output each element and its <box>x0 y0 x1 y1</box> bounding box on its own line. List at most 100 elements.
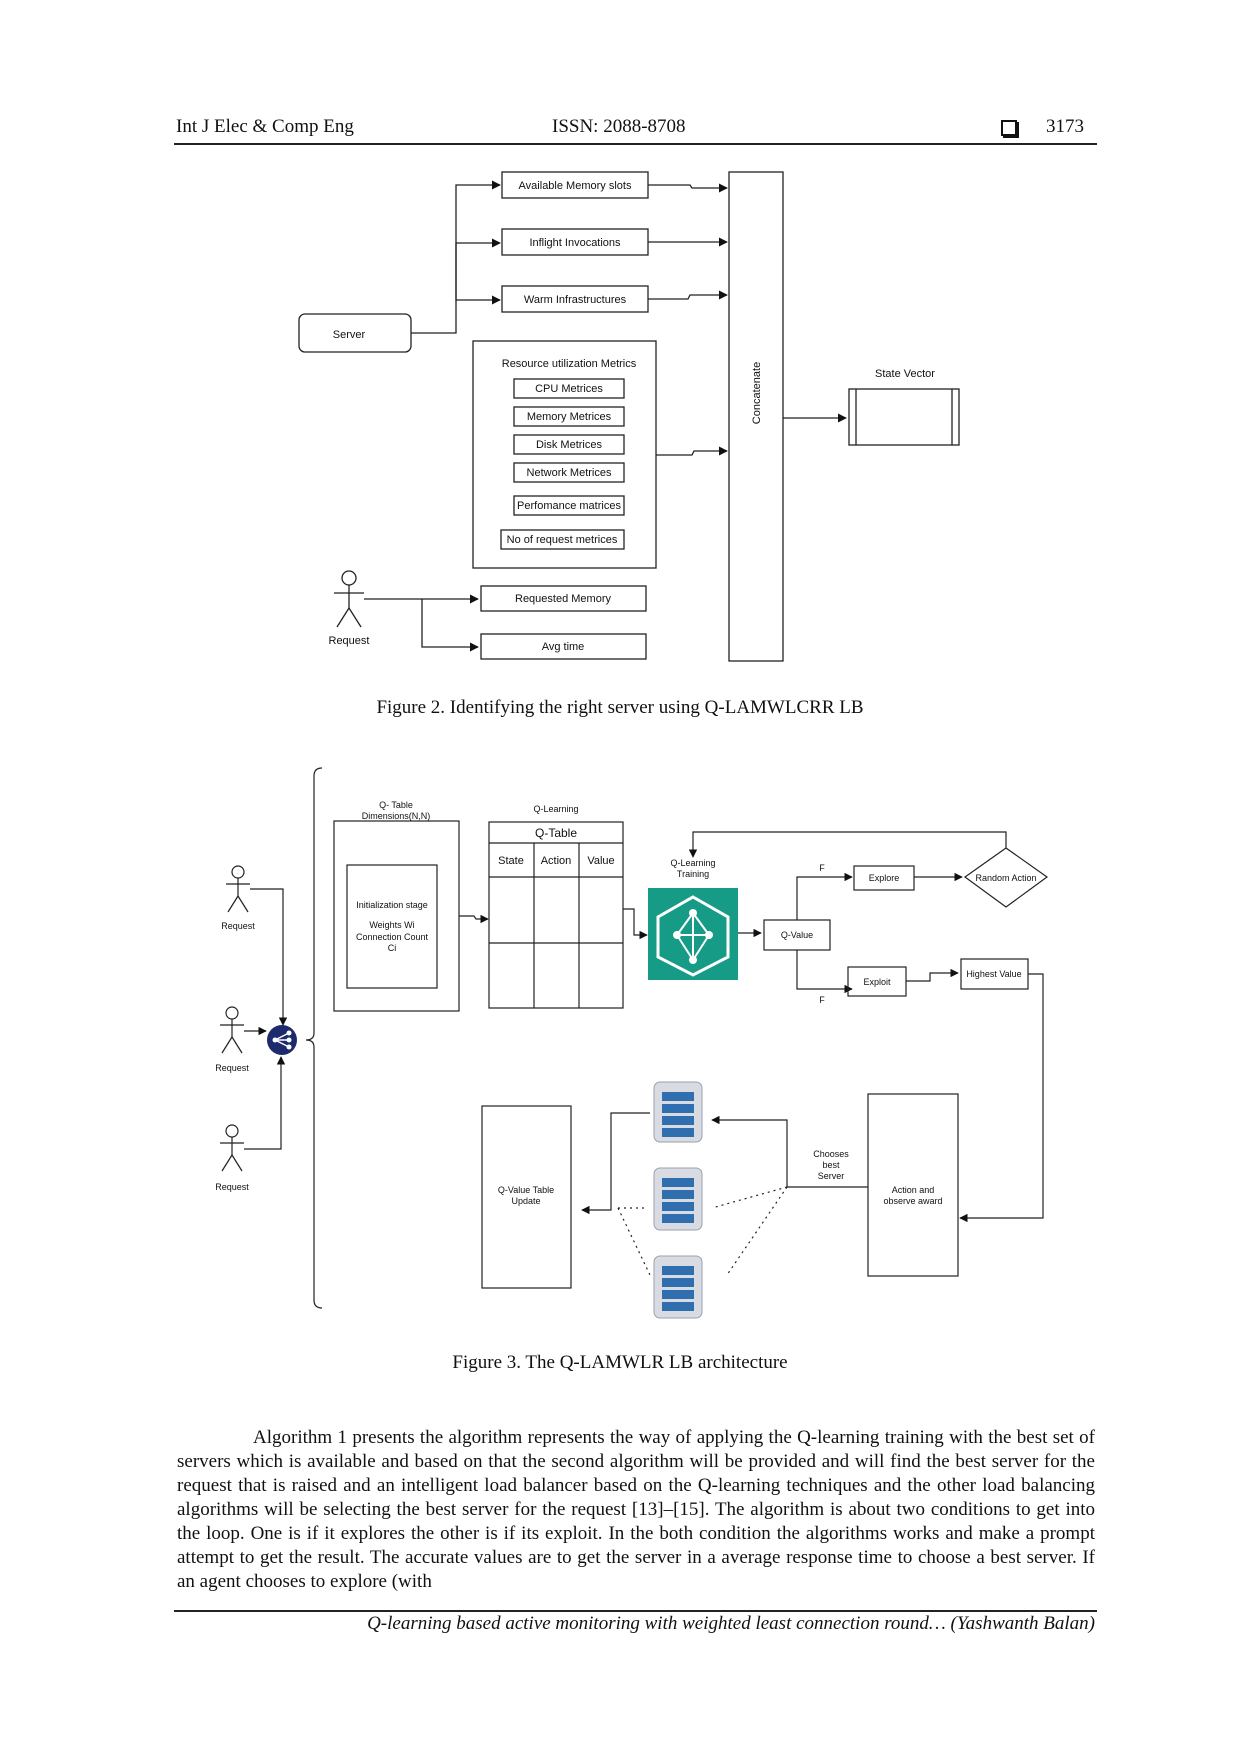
figure-2-caption: Figure 2. Identifying the right server u… <box>376 697 864 718</box>
metric-box <box>500 529 625 550</box>
dotted-link <box>726 1186 788 1276</box>
qvalue-label: Q-Value <box>781 930 813 940</box>
load-balancer-icon <box>267 1025 297 1055</box>
avg-time-label: Avg time <box>542 641 585 653</box>
metric-box <box>513 495 625 516</box>
request-actor-icon <box>226 865 250 913</box>
running-footer: Q-learning based active monitoring with … <box>367 1613 1095 1634</box>
column-action: Action <box>541 855 572 867</box>
grouping-bracket <box>305 767 323 1309</box>
link-request3-lb <box>244 1056 286 1150</box>
link-qvalue-explore <box>796 872 853 920</box>
qtable-dims-box <box>333 820 460 1012</box>
chooses-label: Chooses <box>813 1149 849 1159</box>
request-label: Request <box>215 1063 249 1073</box>
page-number: 3173 <box>1046 116 1084 137</box>
request-actor-icon <box>220 1124 244 1172</box>
ci-label: Ci <box>388 943 397 953</box>
connection-count-label: Connection Count <box>356 932 429 942</box>
metric-box <box>513 406 625 427</box>
link-init-qtable <box>459 914 489 924</box>
qtable-dims-label: Dimensions(N,N) <box>362 811 431 821</box>
footer-rule <box>174 1610 1097 1612</box>
link-memory-concat <box>648 183 728 193</box>
qtable-grid <box>488 821 624 1009</box>
header-rule <box>174 143 1097 145</box>
init-stage-box <box>346 864 438 989</box>
metric-label: Network Metrices <box>527 467 612 479</box>
metric-label: Disk Metrices <box>536 439 603 451</box>
qvalue-update-label: Update <box>511 1196 540 1206</box>
request-actor-icon <box>220 1006 244 1054</box>
explore-box <box>853 865 915 891</box>
request-actor-icon <box>334 570 364 628</box>
requested-memory-label: Requested Memory <box>515 593 611 605</box>
weights-label: Weights Wi <box>369 920 414 930</box>
action-observe-label: observe award <box>883 1196 942 1206</box>
qlearning-label: Q-Learning <box>533 804 578 814</box>
exploit-label: Exploit <box>863 977 891 987</box>
init-stage-label: Initialization stage <box>356 900 428 910</box>
request-label: Request <box>215 1182 249 1192</box>
link-chooser-server <box>711 1115 788 1187</box>
journal-name: Int J Elec & Comp Eng <box>176 116 354 137</box>
concatenate-label: Concatenate <box>751 362 763 424</box>
figure-3-diagram <box>220 767 1049 1309</box>
link-metrics-concat <box>656 446 728 456</box>
server-rack-icon <box>653 1255 703 1319</box>
link-request-avgtime <box>421 599 479 652</box>
figure-3-caption: Figure 3. The Q-LAMWLR LB architecture <box>452 1352 788 1373</box>
action-observe-label: Action and <box>892 1185 935 1195</box>
body-paragraph: Algorithm 1 presents the algorithm repre… <box>177 1427 1095 1592</box>
metric-label: No of request metrices <box>507 534 618 546</box>
qvalue-update-box <box>481 1105 572 1289</box>
server-label: Server <box>333 329 366 341</box>
request-label: Request <box>221 921 255 931</box>
requested-memory-box <box>480 585 647 612</box>
column-state: State <box>498 855 524 867</box>
training-label: Q-Learning <box>670 858 715 868</box>
metric-label: Perfomance matrices <box>517 500 621 512</box>
link-server-update <box>581 1112 650 1215</box>
highest-value-label: Highest Value <box>966 969 1021 979</box>
column-value: Value <box>587 855 614 867</box>
dotted-link <box>617 1207 651 1276</box>
action-observe-box <box>867 1093 959 1277</box>
request-label: Request <box>329 635 370 647</box>
link-warm-concat <box>648 290 728 300</box>
branch-marker: F <box>819 863 825 873</box>
random-action-diamond <box>963 847 1049 908</box>
dotted-link <box>711 1186 788 1209</box>
random-action-label: Random Action <box>975 873 1036 883</box>
available-memory-label: Available Memory slots <box>519 180 632 192</box>
link-request1-lb <box>250 888 288 1026</box>
metric-label: Memory Metrices <box>527 411 612 423</box>
training-label: Training <box>677 869 709 879</box>
link-server-warm <box>455 243 501 305</box>
metric-box <box>513 434 625 455</box>
square-box-icon <box>1001 120 1017 136</box>
resource-metrics-title: Resource utilization Metrics <box>502 358 637 370</box>
server-rack-icon <box>653 1081 703 1143</box>
link-qvalue-exploit <box>796 950 853 994</box>
metric-box <box>513 462 625 483</box>
concatenate-box <box>728 171 784 662</box>
neural-network-icon <box>648 888 738 980</box>
chooses-label: Server <box>818 1171 845 1181</box>
metric-label: CPU Metrices <box>535 383 603 395</box>
branch-marker: F <box>819 995 825 1005</box>
explore-label: Explore <box>869 873 900 883</box>
link-exploit-highest <box>906 968 959 982</box>
server-rack-icon <box>653 1167 703 1231</box>
metric-box <box>513 378 625 399</box>
figure-2-diagram <box>298 171 960 662</box>
state-vector-label: State Vector <box>875 368 935 380</box>
qtable-title: Q-Table <box>535 826 577 840</box>
link-qtable-training <box>623 908 648 940</box>
chooses-label: best <box>822 1160 840 1170</box>
warm-label: Warm Infrastructures <box>524 294 627 306</box>
avg-time-box <box>480 633 647 660</box>
qvalue-update-label: Q-Value Table <box>498 1185 554 1195</box>
state-vector-box <box>848 388 960 446</box>
